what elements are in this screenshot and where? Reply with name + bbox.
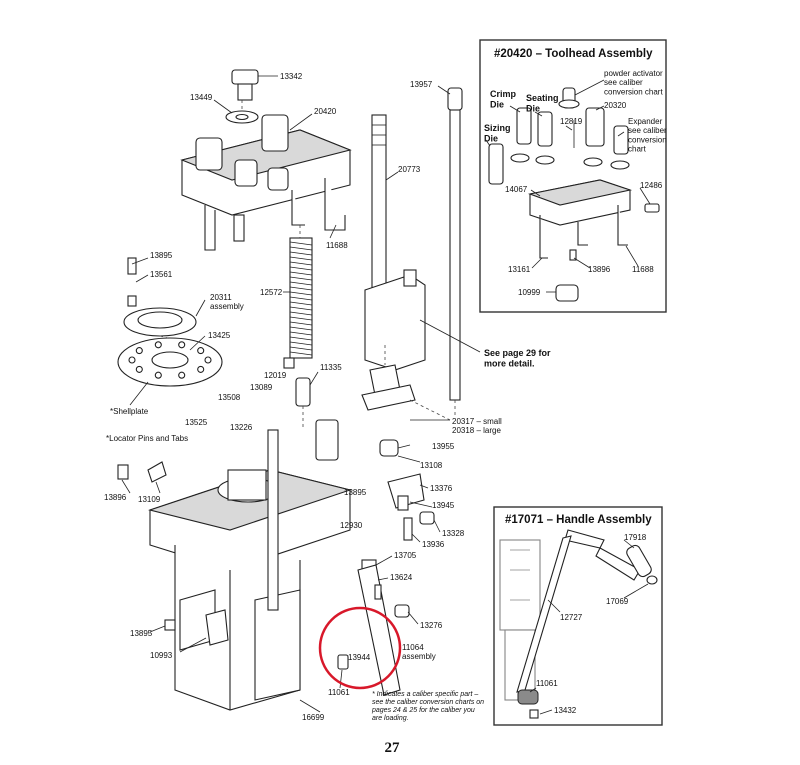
toolhead-assembly-inset: #20420 – Toolhead Assembly — [479, 39, 667, 313]
spring-12572 — [289, 237, 313, 359]
label-13432: 13432 — [554, 706, 577, 715]
label-12572: 12572 — [260, 288, 283, 297]
toolhead-inset-title: #20420 – Toolhead Assembly — [494, 48, 653, 60]
main-press-drawing — [117, 69, 463, 711]
label-13895-a: 13895 — [150, 251, 173, 260]
main-part-labels: 13342 13449 20420 13957 20773 11688 1389… — [104, 72, 551, 722]
label-13945: 13945 — [432, 501, 455, 510]
handle-assembly-inset: #17071 – Handle Assembly 17918 17069 127… — [493, 506, 663, 726]
label-12019: 12019 — [264, 371, 287, 380]
label-13561: 13561 — [150, 270, 173, 279]
caliber-specific-note: * Indicates a caliber specific part –see… — [371, 691, 484, 722]
label-13226: 13226 — [230, 423, 253, 432]
label-10999: 10999 — [518, 288, 541, 297]
label-10993: 10993 — [150, 651, 173, 660]
label-13624: 13624 — [390, 573, 413, 582]
label-12486: 12486 — [640, 181, 663, 190]
label-12727: 12727 — [560, 613, 583, 622]
label-13936: 13936 — [422, 540, 445, 549]
label-13328: 13328 — [442, 529, 465, 538]
label-11688-inset: 11688 — [632, 265, 654, 274]
label-13109: 13109 — [138, 495, 161, 504]
label-12819: 12819 — [560, 117, 583, 126]
shellplate-hole — [204, 356, 212, 364]
label-11061-inset: 11061 — [536, 679, 558, 688]
label-13525: 13525 — [185, 418, 208, 427]
shellplate-hole — [154, 341, 162, 349]
label-13161: 13161 — [508, 265, 531, 274]
label-13508: 13508 — [218, 393, 241, 402]
shellplate-hole — [135, 365, 143, 373]
label-13957: 13957 — [410, 80, 433, 89]
label-13425: 13425 — [208, 331, 231, 340]
label-12930: 12930 — [340, 521, 363, 530]
label-13342: 13342 — [280, 72, 303, 81]
shellplate-hole — [135, 347, 143, 355]
label-shellplate: *Shellplate — [110, 407, 149, 416]
label-20320: 20320 — [604, 101, 627, 110]
label-13705: 13705 — [394, 551, 417, 560]
shellplate-hole — [128, 356, 136, 364]
label-13896: 13896 — [104, 493, 127, 502]
label-13376: 13376 — [430, 484, 453, 493]
shellplate-hole — [178, 371, 186, 379]
label-13089: 13089 — [250, 383, 273, 392]
label-16699: 16699 — [302, 713, 325, 722]
label-13276: 13276 — [420, 621, 443, 630]
highlight-circle — [318, 606, 402, 690]
label-13895-b: 13895 — [344, 488, 367, 497]
label-13955: 13955 — [432, 442, 455, 451]
label-11335: 11335 — [320, 363, 342, 372]
label-14067: 14067 — [505, 185, 528, 194]
shellplate-hole — [154, 371, 162, 379]
label-13108: 13108 — [420, 461, 443, 470]
shellplate-hole — [178, 341, 186, 349]
label-locator-pins: *Locator Pins and Tabs — [106, 434, 188, 443]
handle-inset-title: #17071 – Handle Assembly — [505, 514, 652, 526]
main-leader-lines — [121, 75, 481, 713]
label-13896-inset: 13896 — [588, 265, 611, 274]
label-17069: 17069 — [606, 597, 629, 606]
label-13449: 13449 — [190, 93, 213, 102]
label-20420: 20420 — [314, 107, 337, 116]
shellplate-hole — [197, 365, 205, 373]
label-13895-c: 13895 — [130, 629, 153, 638]
label-20773: 20773 — [398, 165, 421, 174]
label-13944: 13944 — [348, 653, 371, 662]
label-17918: 17918 — [624, 533, 647, 542]
label-11688: 11688 — [326, 241, 348, 250]
page-number: 27 — [385, 740, 401, 756]
label-11061: 11061 — [328, 688, 350, 697]
shellplate-hole — [197, 347, 205, 355]
